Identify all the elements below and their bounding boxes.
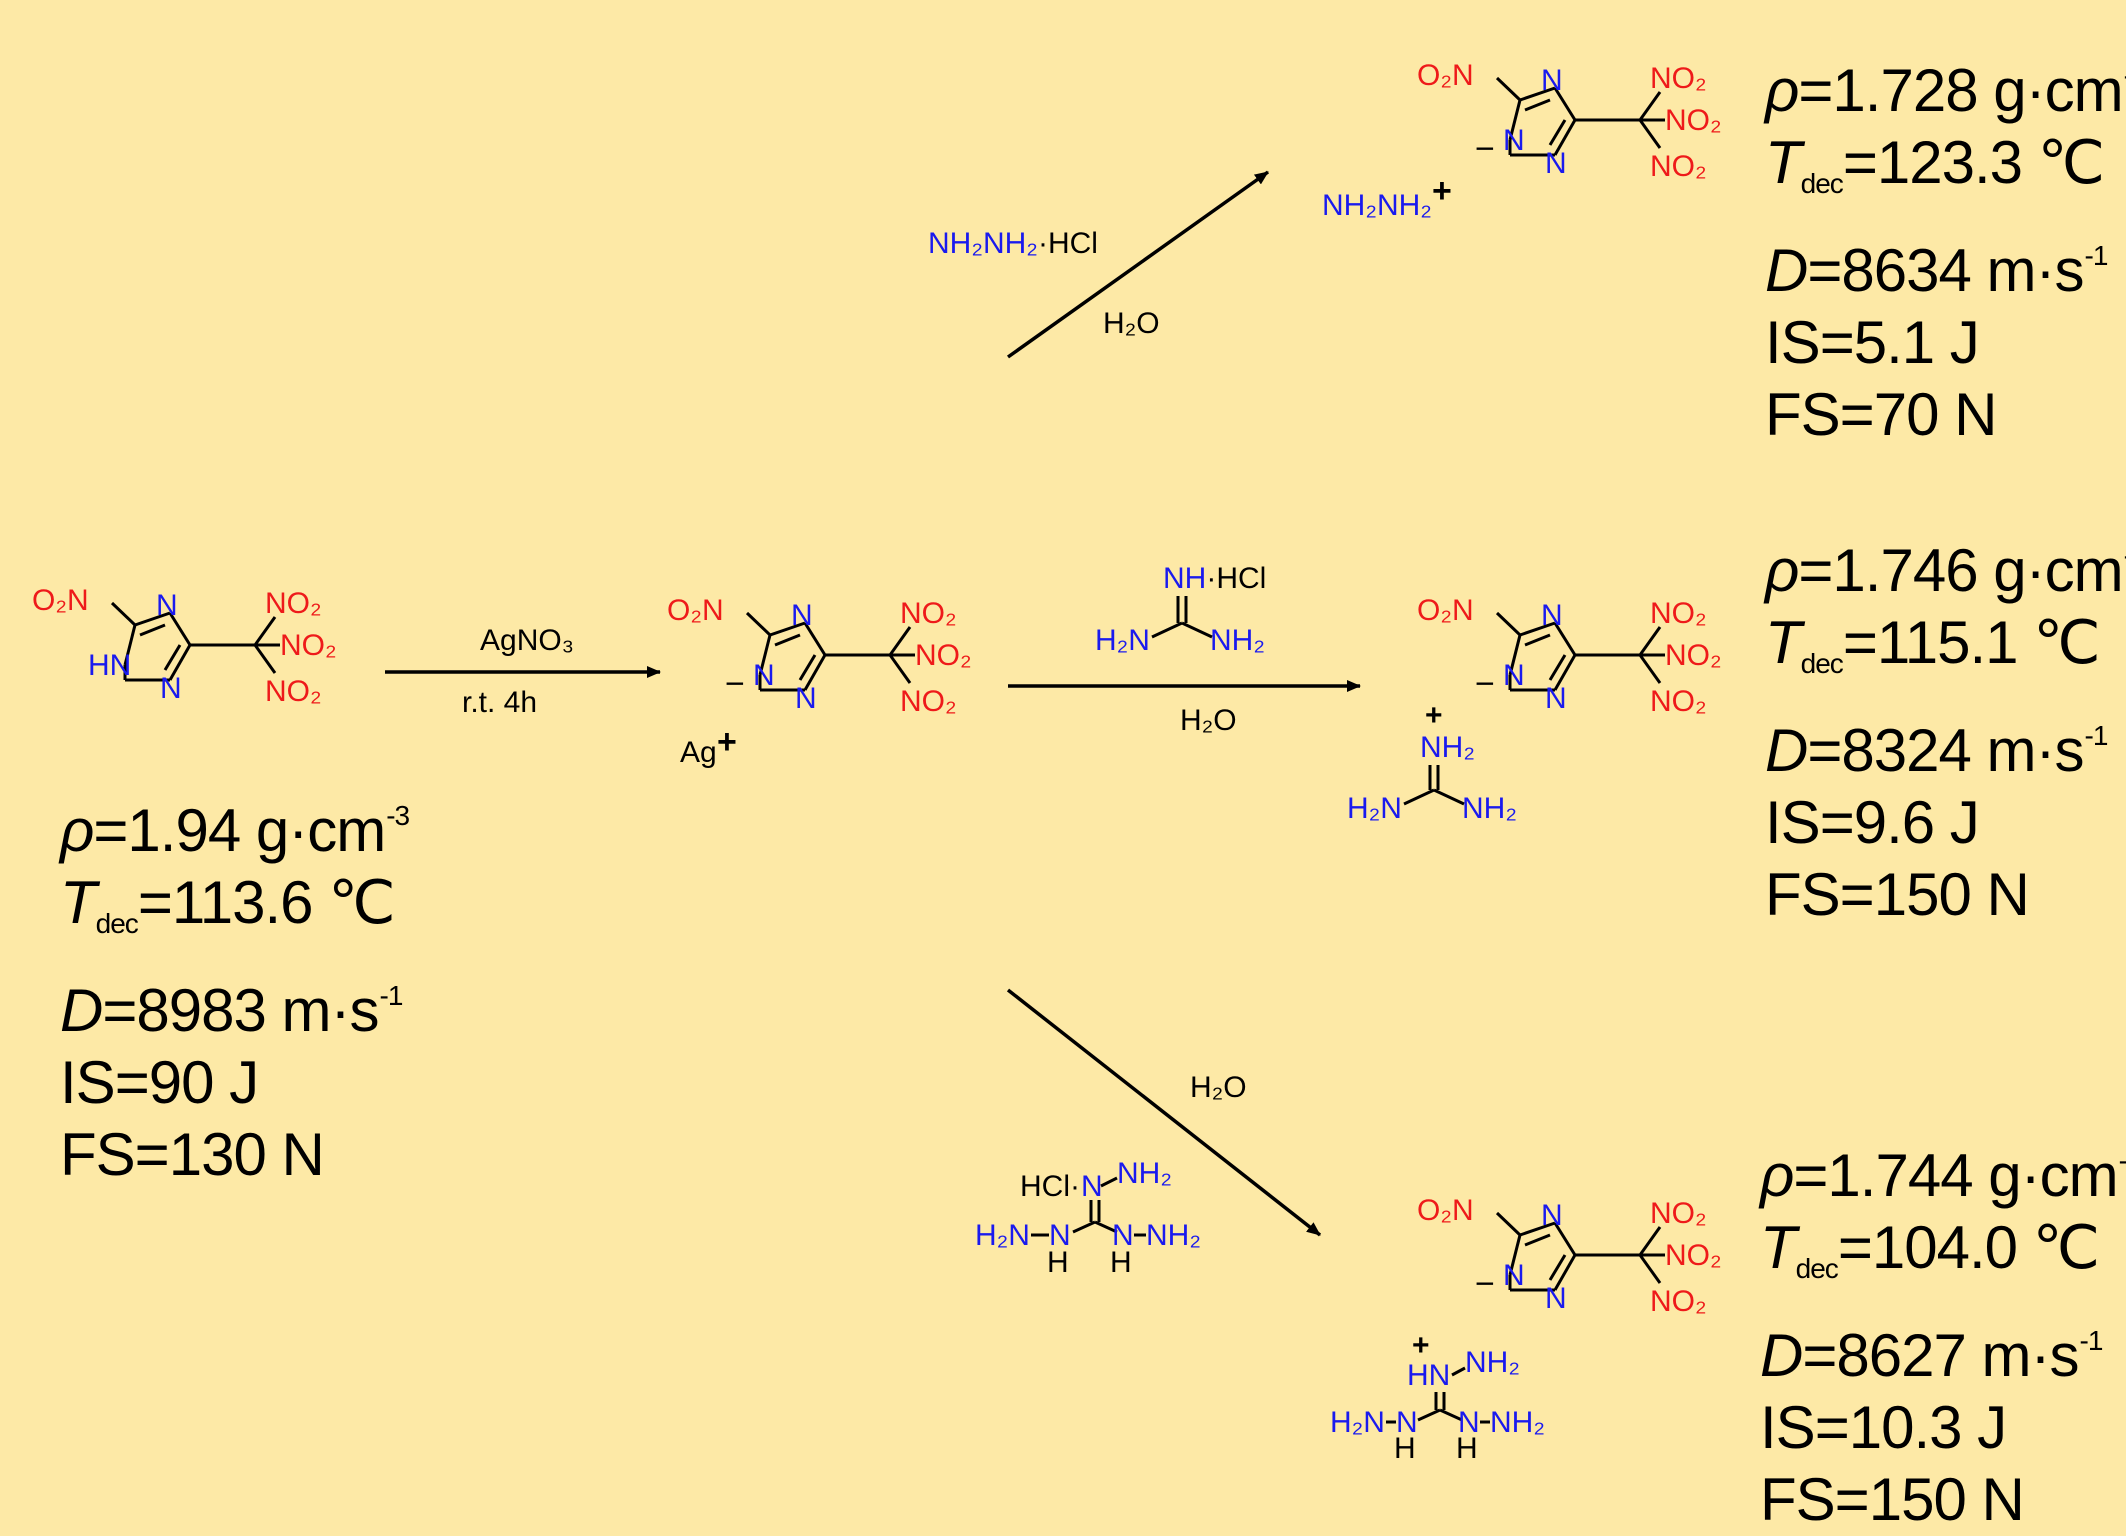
svg-text:NH₂: NH₂ [1210, 624, 1265, 657]
silver-salt-structure: Ag + [665, 592, 974, 769]
condition-rt-4h: r.t. 4h [462, 686, 537, 719]
svg-text:NH₂: NH₂ [1146, 1219, 1201, 1252]
svg-text:NH·HCl: NH·HCl [1163, 562, 1266, 595]
svg-text:HN: HN [1407, 1359, 1450, 1392]
impact-sensitivity-line: IS=10.3 J [1760, 1394, 2007, 1461]
decomposition-temp-line: Tdec=113.6 ℃ [60, 869, 396, 939]
impact-sensitivity-line: IS=9.6 J [1765, 789, 1980, 856]
svg-text:N: N [1458, 1406, 1480, 1439]
svg-text:NH₂: NH₂ [1490, 1406, 1545, 1439]
props-starting-material: ρ=1.94 g·cm-3 Tdec=113.6 ℃ D=8983 m·s-1 … [60, 780, 410, 1191]
svg-text:H: H [1394, 1432, 1416, 1465]
svg-text:H: H [1456, 1432, 1478, 1465]
reagent-hydrazine-hcl: NH₂NH₂·HCl [928, 227, 1098, 260]
svg-text:H₂N: H₂N [1347, 792, 1402, 825]
svg-text:N: N [1081, 1170, 1103, 1203]
friction-sensitivity-line: FS=130 N [60, 1121, 325, 1188]
svg-text:N: N [1112, 1219, 1134, 1252]
svg-text:NH₂: NH₂ [1462, 792, 1517, 825]
svg-text:H₂N: H₂N [975, 1219, 1030, 1252]
svg-text:NH₂: NH₂ [1117, 1157, 1172, 1190]
nitro-group-label: NO₂ [265, 587, 322, 620]
svg-text:H₂N: H₂N [1330, 1406, 1385, 1439]
friction-sensitivity-line: FS=150 N [1760, 1466, 2025, 1533]
starting-material-structure: O₂N N HN N NO₂ NO₂ NO₂ [32, 584, 337, 708]
decomposition-temp-line: Tdec=104.0 ℃ [1760, 1214, 2100, 1284]
impact-sensitivity-line: IS=5.1 J [1765, 309, 1980, 376]
cation-charge: + [717, 723, 737, 761]
svg-text:H: H [1110, 1246, 1132, 1279]
reagent-triaminoguanidine-hcl: HCl· N NH₂ H₂N N H N H NH₂ [975, 1157, 1201, 1279]
props-hydrazinium-salt: ρ=1.728 g·cm-3 Tdec=123.3 ℃ D=8634 m·s-1… [1765, 40, 2126, 451]
svg-text:H₂N: H₂N [1095, 624, 1150, 657]
solvent-water: H₂O [1190, 1071, 1247, 1104]
decomposition-temp-line: Tdec=123.3 ℃ [1765, 129, 2105, 199]
detonation-velocity-line: D=8983 m·s-1 [60, 977, 403, 1044]
svg-text:NH₂: NH₂ [1420, 731, 1475, 764]
impact-sensitivity-line: IS=90 J [60, 1049, 259, 1116]
silver-cation: Ag [680, 736, 717, 769]
reagent-agno3: AgNO₃ [480, 624, 574, 657]
ring-nitrogen-label: N [156, 589, 178, 622]
ring-nitrogen-label: N [160, 672, 182, 705]
arrow-hydrazinium [1006, 170, 1270, 359]
detonation-velocity-line: D=8627 m·s-1 [1760, 1322, 2103, 1389]
guanidinium-salt-structure [1415, 592, 1724, 720]
nitro-group-label: O₂N [32, 584, 89, 617]
detonation-velocity-line: D=8324 m·s-1 [1765, 717, 2108, 784]
svg-text:N: N [1049, 1219, 1071, 1252]
density-line: ρ=1.746 g·cm-3 [1765, 537, 2126, 604]
solvent-water: H₂O [1103, 307, 1160, 340]
triaminoguanidinium-cation: + HN NH₂ H₂N N H N H NH₂ [1330, 1329, 1545, 1465]
nitro-group-label: NO₂ [265, 675, 322, 708]
guanidinium-cation: + NH₂ H₂N NH₂ [1347, 699, 1517, 825]
arrow-triaminoguanidinium [1006, 988, 1322, 1237]
props-triaminoguanidinium-salt: ρ=1.744 g·cm-3 Tdec=104.0 ℃ D=8627 m·s-1… [1760, 1125, 2126, 1536]
reagent-guanidine-hcl: NH·HCl H₂N NH₂ [1095, 562, 1266, 657]
detonation-velocity-line: D=8634 m·s-1 [1765, 237, 2108, 304]
svg-text:+: + [1425, 699, 1443, 732]
props-guanidinium-salt: ρ=1.746 g·cm-3 Tdec=115.1 ℃ D=8324 m·s-1… [1765, 520, 2126, 931]
svg-text:N: N [1396, 1406, 1418, 1439]
hydrazinium-cation: NH₂NH₂ [1322, 189, 1432, 222]
cation-charge: + [1432, 172, 1452, 210]
svg-text:+: + [1412, 1329, 1430, 1362]
solvent-water: H₂O [1180, 704, 1237, 737]
density-line: ρ=1.744 g·cm-3 [1760, 1142, 2126, 1209]
svg-text:H: H [1047, 1246, 1069, 1279]
friction-sensitivity-line: FS=150 N [1765, 861, 2030, 928]
decomposition-temp-line: Tdec=115.1 ℃ [1765, 609, 2101, 679]
nitro-group-label: NO₂ [280, 629, 337, 662]
density-line: ρ=1.94 g·cm-3 [60, 797, 410, 864]
triaminoguanidinium-salt-structure [1415, 1192, 1724, 1320]
svg-text:HCl·: HCl· [1020, 1170, 1080, 1203]
friction-sensitivity-line: FS=70 N [1765, 381, 1997, 448]
ring-nh-label: HN [88, 649, 131, 682]
density-line: ρ=1.728 g·cm-3 [1765, 57, 2126, 124]
hydrazinium-salt-structure [1415, 57, 1724, 185]
svg-text:NH₂: NH₂ [1465, 1346, 1520, 1379]
